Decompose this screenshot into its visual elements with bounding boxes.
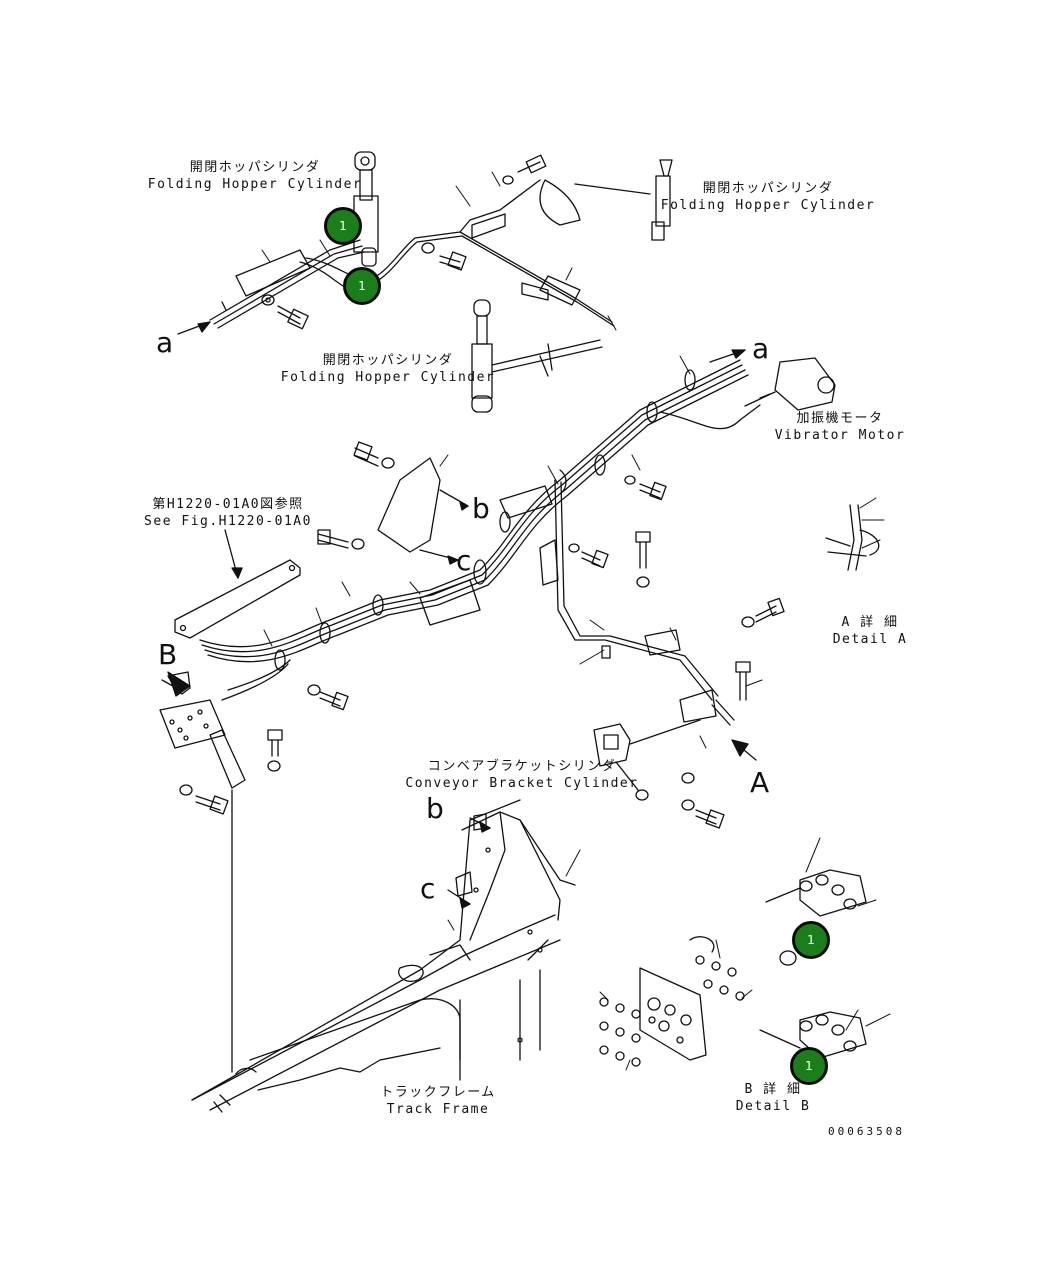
hopper-cylinder-3-label: 開閉ホッパシリンダ Folding Hopper Cylinder (281, 352, 496, 386)
vibrator-motor-en: Vibrator Motor (774, 428, 906, 443)
ref-letter-c-lower: c (420, 872, 436, 905)
ref-letter-c-mid: c (456, 544, 472, 577)
vibrator-motor-label: 加振機モータ Vibrator Motor (775, 410, 906, 444)
detail-a-jp: A 詳 細 (841, 615, 899, 630)
hopper-cylinder-1-jp: 開閉ホッパシリンダ (189, 160, 321, 175)
hopper-cylinder-1-label: 開閉ホッパシリンダ Folding Hopper Cylinder (148, 159, 363, 193)
vibrator-motor-jp: 加振機モータ (796, 411, 884, 426)
detail-a-label: A 詳 細 Detail A (833, 614, 908, 648)
reference-arrows (161, 321, 746, 697)
ref-letter-a-left: a (156, 326, 174, 359)
callout-badge[interactable]: 1 (324, 207, 362, 245)
hopper-cylinder-2-en: Folding Hopper Cylinder (660, 198, 876, 213)
ref-letter-b-lower: b (426, 792, 444, 825)
hopper-cylinder-3-jp: 開閉ホッパシリンダ (322, 353, 454, 368)
conveyor-bracket-en: Conveyor Bracket Cylinder (405, 776, 639, 791)
detail-a-drawing (825, 504, 880, 571)
see-fig-label: 第H1220-01A0図参照 See Fig.H1220-01A0 (144, 496, 312, 530)
detail-b-drawing (599, 869, 867, 1067)
detail-b-jp: B 詳 細 (744, 1082, 802, 1097)
ref-letter-b-mid: b (472, 492, 490, 525)
bolts-main-route (307, 475, 785, 711)
ref-letter-a-right: a (752, 332, 770, 365)
hopper-cylinder-2-label: 開閉ホッパシリンダ Folding Hopper Cylinder (661, 180, 876, 214)
hose-top-route (369, 154, 651, 327)
detail-b-view-left (159, 659, 291, 1073)
hose-bundle-top-left (209, 239, 366, 329)
detail-b-label: B 詳 細 Detail B (736, 1081, 811, 1115)
main-hose-route (199, 359, 761, 701)
bolt-top-left (261, 294, 309, 330)
see-fig-en: See Fig.H1220-01A0 (144, 514, 312, 529)
track-frame-jp: トラックフレーム (380, 1085, 496, 1100)
callout-badge[interactable]: 1 (792, 921, 830, 959)
callout-badge[interactable]: 1 (343, 267, 381, 305)
view-letter-b: B (158, 638, 178, 671)
detail-a-en: Detail A (832, 632, 908, 647)
vibrator-motor (744, 357, 836, 411)
conveyor-cylinder-area (593, 689, 757, 829)
callout-badge[interactable]: 1 (790, 1047, 828, 1085)
view-letter-a: A (750, 766, 770, 799)
conveyor-bracket-jp: コンベアブラケットシリンダ (427, 759, 617, 774)
see-fig-jp: 第H1220-01A0図参照 (152, 497, 304, 512)
track-frame-en: Track Frame (386, 1102, 490, 1117)
leader-lines (261, 171, 891, 1071)
support-plate (174, 529, 301, 639)
hose-bracket-mid (317, 441, 469, 565)
hopper-cylinder-mid (471, 299, 603, 413)
track-frame-label: トラックフレーム Track Frame (380, 1084, 496, 1118)
drawing-number: 00063508 (828, 1125, 905, 1138)
hopper-cylinder-1-en: Folding Hopper Cylinder (147, 177, 363, 192)
hopper-cylinder-3-en: Folding Hopper Cylinder (280, 370, 496, 385)
detail-b-en: Detail B (735, 1099, 811, 1114)
hopper-cylinder-2-jp: 開閉ホッパシリンダ (702, 181, 834, 196)
conveyor-bracket-label: コンベアブラケットシリンダ Conveyor Bracket Cylinder (405, 758, 638, 792)
track-frame (191, 799, 576, 1113)
hopper-cylinder-top-right (651, 159, 673, 241)
